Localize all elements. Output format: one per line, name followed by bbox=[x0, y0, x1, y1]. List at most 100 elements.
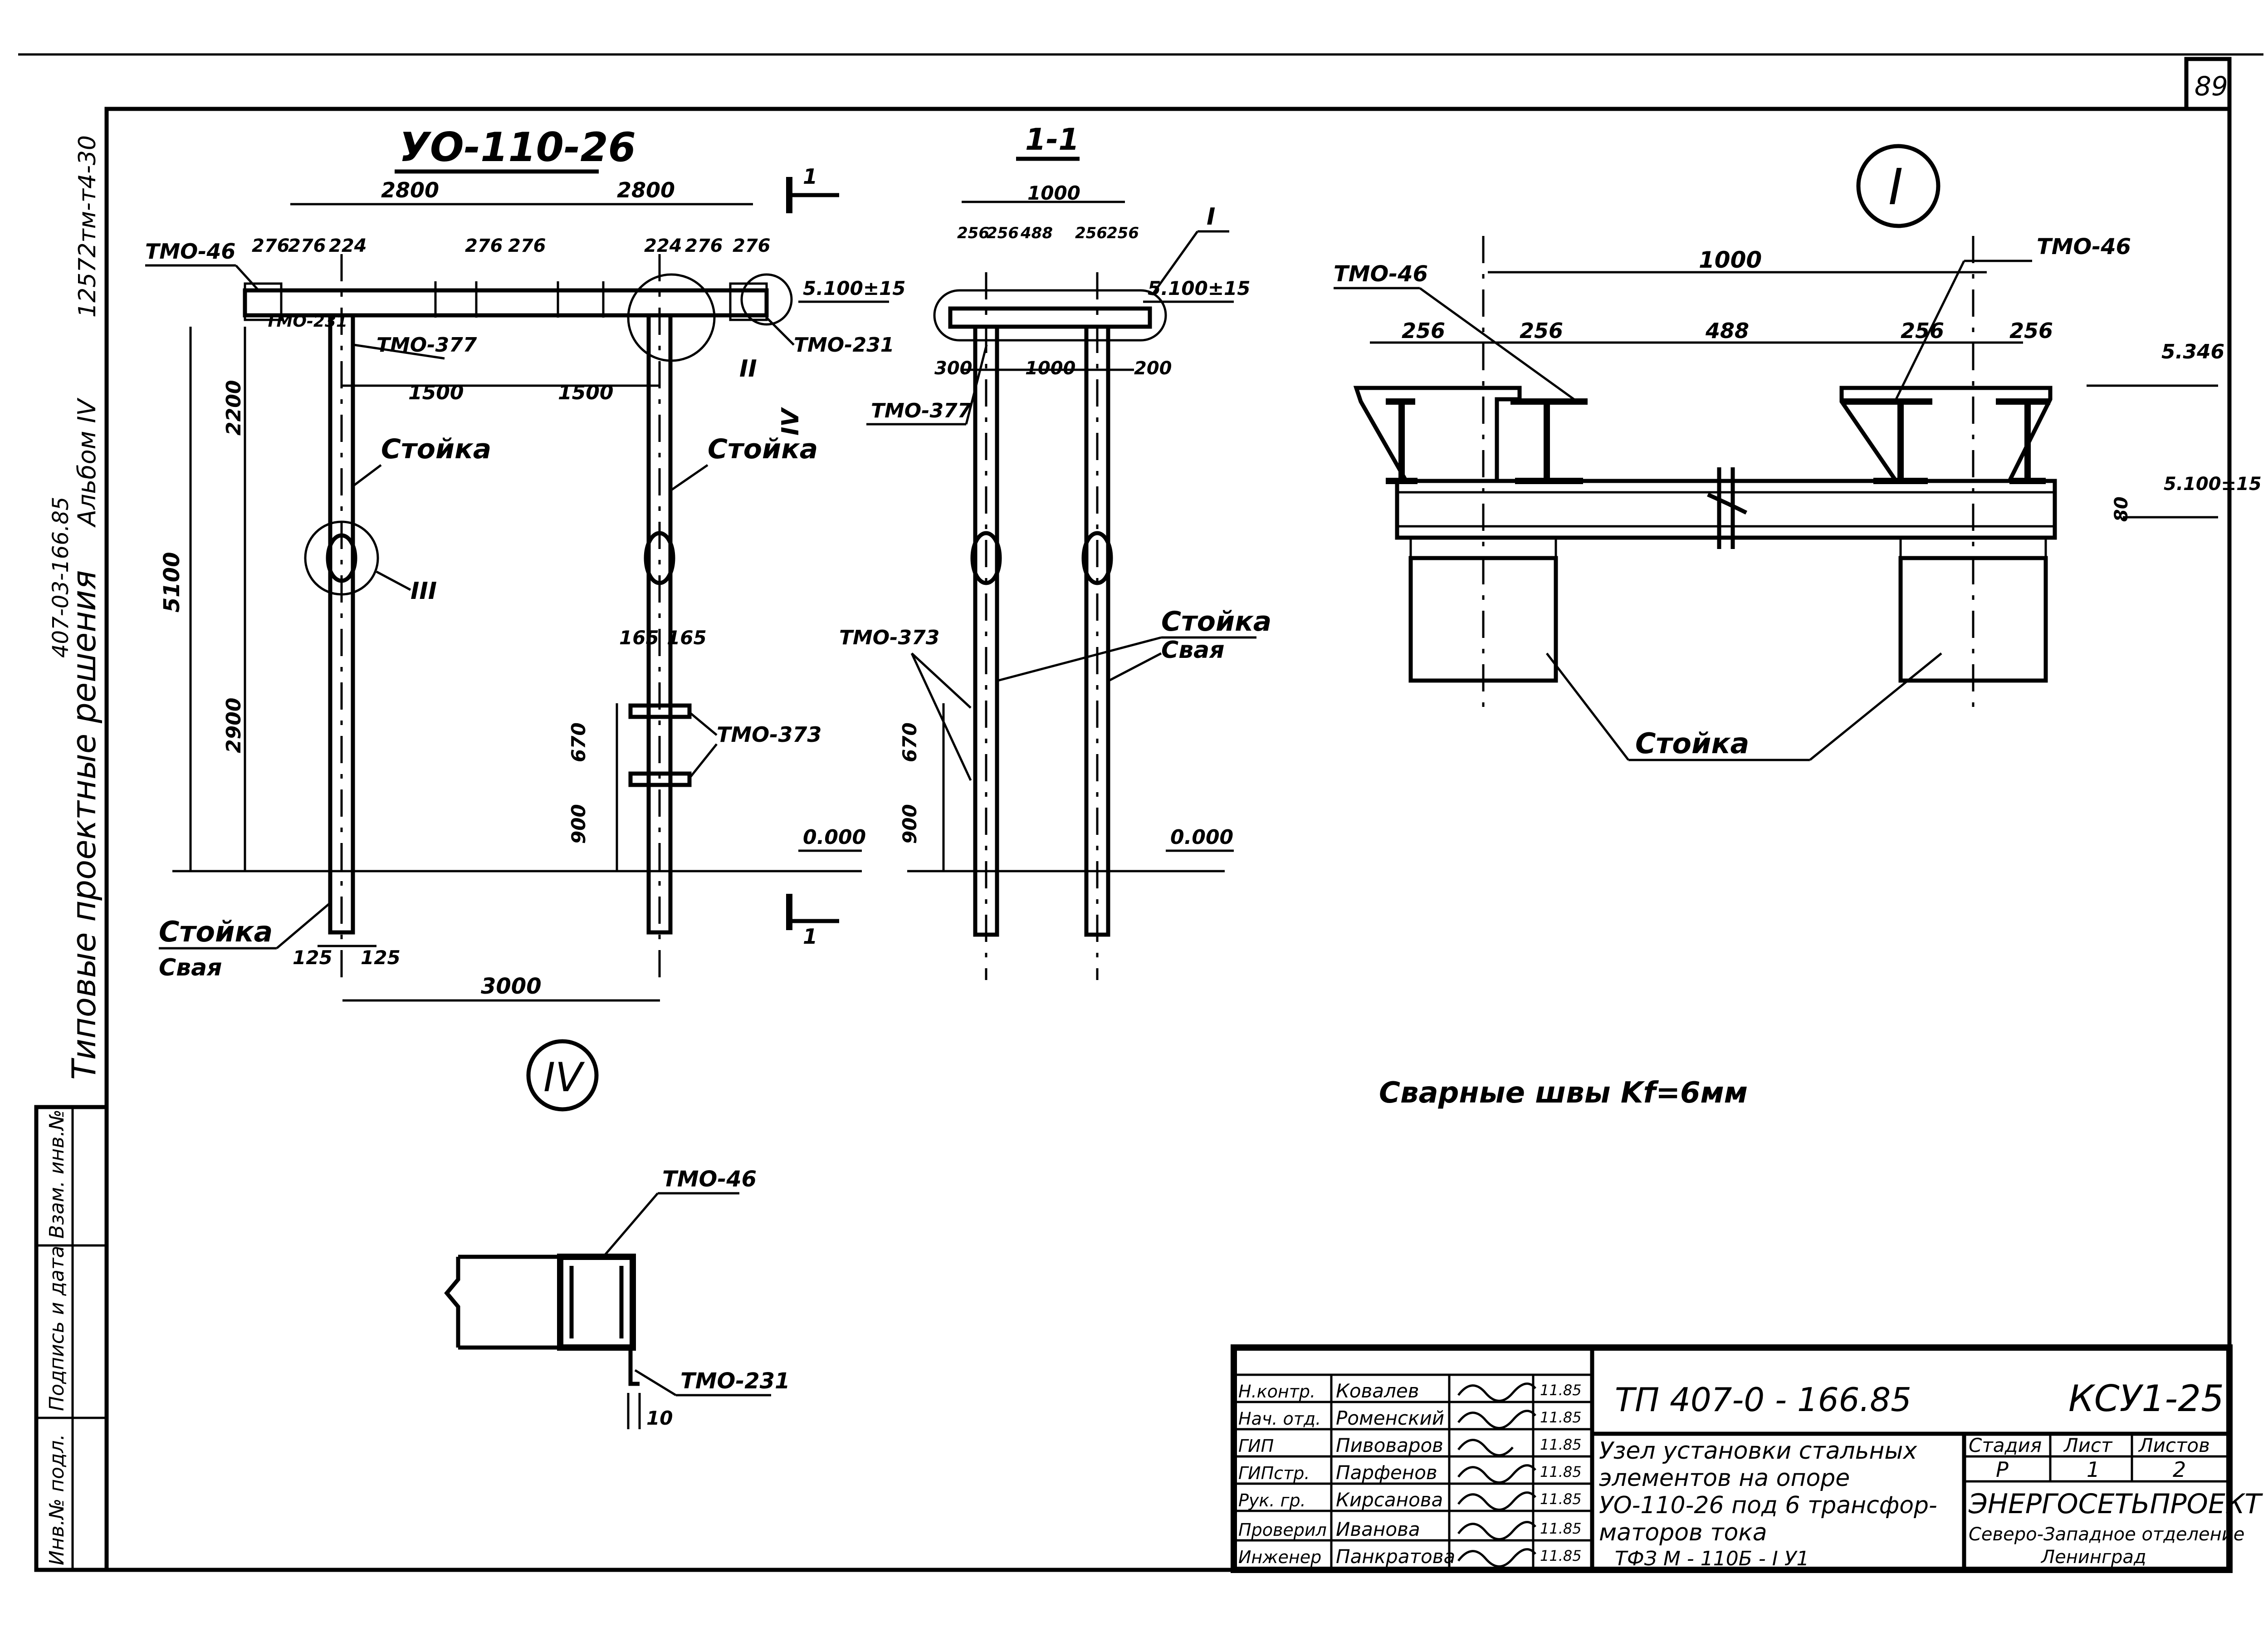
node-I-outline bbox=[933, 289, 1167, 342]
tb-role-2: ГИП bbox=[1238, 1436, 1274, 1456]
sec-stoika: Стойка bbox=[1161, 606, 1271, 637]
tb-stage: Р bbox=[1996, 1457, 2009, 1482]
dim-2900: 2900 bbox=[222, 698, 245, 753]
album-code: 12572тм-т4-30 bbox=[74, 135, 101, 318]
detail-I-channel-b bbox=[1510, 398, 1588, 484]
dim-224-1: 224 bbox=[329, 235, 367, 256]
sec-dim-256-2: 256 bbox=[987, 224, 1019, 242]
label-tmo231-right: ТМО-231 bbox=[794, 333, 894, 357]
section-crossbeam bbox=[948, 306, 1152, 329]
series-title: Типовые проектные решения bbox=[65, 570, 103, 1080]
label-svaya-main: Свая bbox=[159, 954, 222, 981]
tb-org: ЭНЕРГОСЕТЬПРОЕКТ bbox=[1968, 1488, 2263, 1520]
label-node-III: III bbox=[411, 578, 437, 605]
tb-desc-3: маторов тока bbox=[1599, 1519, 1767, 1546]
label-tmo46: ТМО-46 bbox=[145, 239, 235, 264]
title-block: Н.контр. Нач. отд. ГИП ГИПстр. Рук. гр. … bbox=[1231, 1344, 2263, 1573]
tb-sheets: 2 bbox=[2173, 1457, 2186, 1482]
sec-dim-1000: 1000 bbox=[1025, 358, 1075, 379]
detail-I-channel-a bbox=[1386, 398, 1418, 484]
dim-670: 670 bbox=[567, 722, 590, 762]
dim-276-3: 276 bbox=[465, 235, 503, 256]
tb-role-6: Инженер bbox=[1238, 1547, 1321, 1567]
detail-I: I ТМО-46 ТМО-46 1000 256 256 488 256 256… bbox=[1334, 144, 2262, 761]
stamp-sign: Подпись и дата bbox=[45, 1246, 68, 1411]
sec-dim-256-4: 256 bbox=[1107, 224, 1139, 242]
dim-2800-a: 2800 bbox=[381, 178, 439, 202]
tb-date-1: 11.85 bbox=[1540, 1409, 1582, 1426]
tb-signatures bbox=[1457, 1382, 1536, 1568]
dim-5100: 5100 bbox=[159, 552, 185, 613]
tb-name-4: Кирсанова bbox=[1336, 1489, 1443, 1511]
tb-desc-1: элементов на опоре bbox=[1599, 1465, 1850, 1492]
detail-I-elev-b: 5.100±15 bbox=[2164, 474, 2262, 495]
tb-date-3: 11.85 bbox=[1540, 1463, 1582, 1480]
tb-city: Ленинград bbox=[2040, 1547, 2146, 1568]
detail-I-dim-488: 488 bbox=[1705, 319, 1749, 343]
sec-dim-256-3: 256 bbox=[1075, 224, 1107, 242]
detail-I-dim-256-4: 256 bbox=[2009, 319, 2053, 343]
dim-165-a: 165 bbox=[619, 627, 659, 649]
sec-dim-488: 488 bbox=[1020, 224, 1053, 242]
album-number: Альбом IV bbox=[73, 397, 101, 528]
detail-IV-dim-10: 10 bbox=[646, 1407, 673, 1429]
tb-sheets-h: Листов bbox=[2138, 1434, 2210, 1456]
detail-IV: IV ТМО-46 ТМО-231 10 bbox=[444, 1039, 790, 1429]
tb-name-5: Иванова bbox=[1336, 1518, 1420, 1540]
detail-IV-tmo231: ТМО-231 bbox=[680, 1368, 790, 1394]
detail-I-dim-256-3: 256 bbox=[1901, 319, 1944, 343]
sec-elev-zero: 0.000 bbox=[1170, 826, 1233, 849]
dim-125-a: 125 bbox=[293, 946, 332, 969]
node-III-circle bbox=[304, 520, 379, 596]
detail-I-channel-d bbox=[1996, 398, 2050, 484]
sec-dim-1000-top: 1000 bbox=[1027, 182, 1080, 204]
stamp-inv: Инв.№ подл. bbox=[45, 1434, 68, 1565]
sec-tmo373: ТМО-373 bbox=[839, 626, 939, 649]
sec-tmo377: ТМО-377 bbox=[871, 399, 972, 422]
sheet-frame bbox=[104, 107, 2232, 1572]
tb-desc-4: ТФЗ М - 110Б - I У1 bbox=[1615, 1547, 1809, 1570]
section-view: 1-1 1000 256 256 488 256 256 300 1000 20… bbox=[839, 122, 1271, 980]
node-IV-circle bbox=[740, 273, 793, 326]
dim-224-2: 224 bbox=[644, 235, 682, 256]
tb-date-2: 11.85 bbox=[1540, 1436, 1582, 1453]
tb-role-1: Нач. отд. bbox=[1238, 1409, 1321, 1429]
label-stoika-1: Стойка bbox=[381, 433, 491, 465]
tb-org-sub: Северо-Западное отделение bbox=[1969, 1524, 2244, 1545]
tb-stage-h: Стадия bbox=[1969, 1434, 2042, 1456]
dim-900: 900 bbox=[567, 804, 590, 844]
dim-165-b: 165 bbox=[667, 627, 707, 649]
tb-role-4: Рук. гр. bbox=[1238, 1490, 1306, 1510]
tb-code: ТП 407-0 - 166.85 bbox=[1615, 1381, 1911, 1419]
dim-276-5: 276 bbox=[685, 235, 723, 256]
detail-I-title: I bbox=[1888, 158, 1903, 216]
crossbeam bbox=[243, 288, 769, 318]
page-number: 89 bbox=[2195, 71, 2228, 102]
detail-I-dim-256-2: 256 bbox=[1520, 319, 1563, 343]
label-elev-top-main: 5.100±15 bbox=[803, 277, 906, 299]
project-code: 407-03-166.85 bbox=[48, 497, 73, 658]
dim-3000: 3000 bbox=[481, 974, 542, 999]
dim-1500-b: 1500 bbox=[558, 381, 613, 404]
label-tmo373-main: ТМО-373 bbox=[717, 722, 821, 747]
sec-dim-200: 200 bbox=[1134, 358, 1172, 379]
dim-276-6: 276 bbox=[733, 235, 771, 256]
stamp-replace: Взам. инв.№ bbox=[45, 1109, 68, 1239]
tb-date-4: 11.85 bbox=[1540, 1490, 1582, 1508]
dim-276-1: 276 bbox=[252, 235, 290, 256]
tb-date-0: 11.85 bbox=[1540, 1382, 1582, 1399]
left-column bbox=[328, 313, 355, 935]
tb-date-5: 11.85 bbox=[1540, 1520, 1582, 1537]
tb-name-0: Ковалев bbox=[1336, 1380, 1419, 1402]
sec-svaya: Свая bbox=[1161, 637, 1225, 664]
detail-I-dim-256-1: 256 bbox=[1402, 319, 1445, 343]
tb-role-3: ГИПстр. bbox=[1238, 1463, 1310, 1483]
tb-date-6: 11.85 bbox=[1540, 1547, 1582, 1564]
tb-sheet: 1 bbox=[2087, 1457, 2100, 1482]
section-mark-top: 1 bbox=[803, 164, 817, 189]
node-II-circle bbox=[627, 273, 716, 362]
sec-dim-670: 670 bbox=[899, 722, 921, 762]
tb-role-0: Н.контр. bbox=[1238, 1382, 1315, 1402]
detail-I-stoika: Стойка bbox=[1635, 727, 1749, 760]
